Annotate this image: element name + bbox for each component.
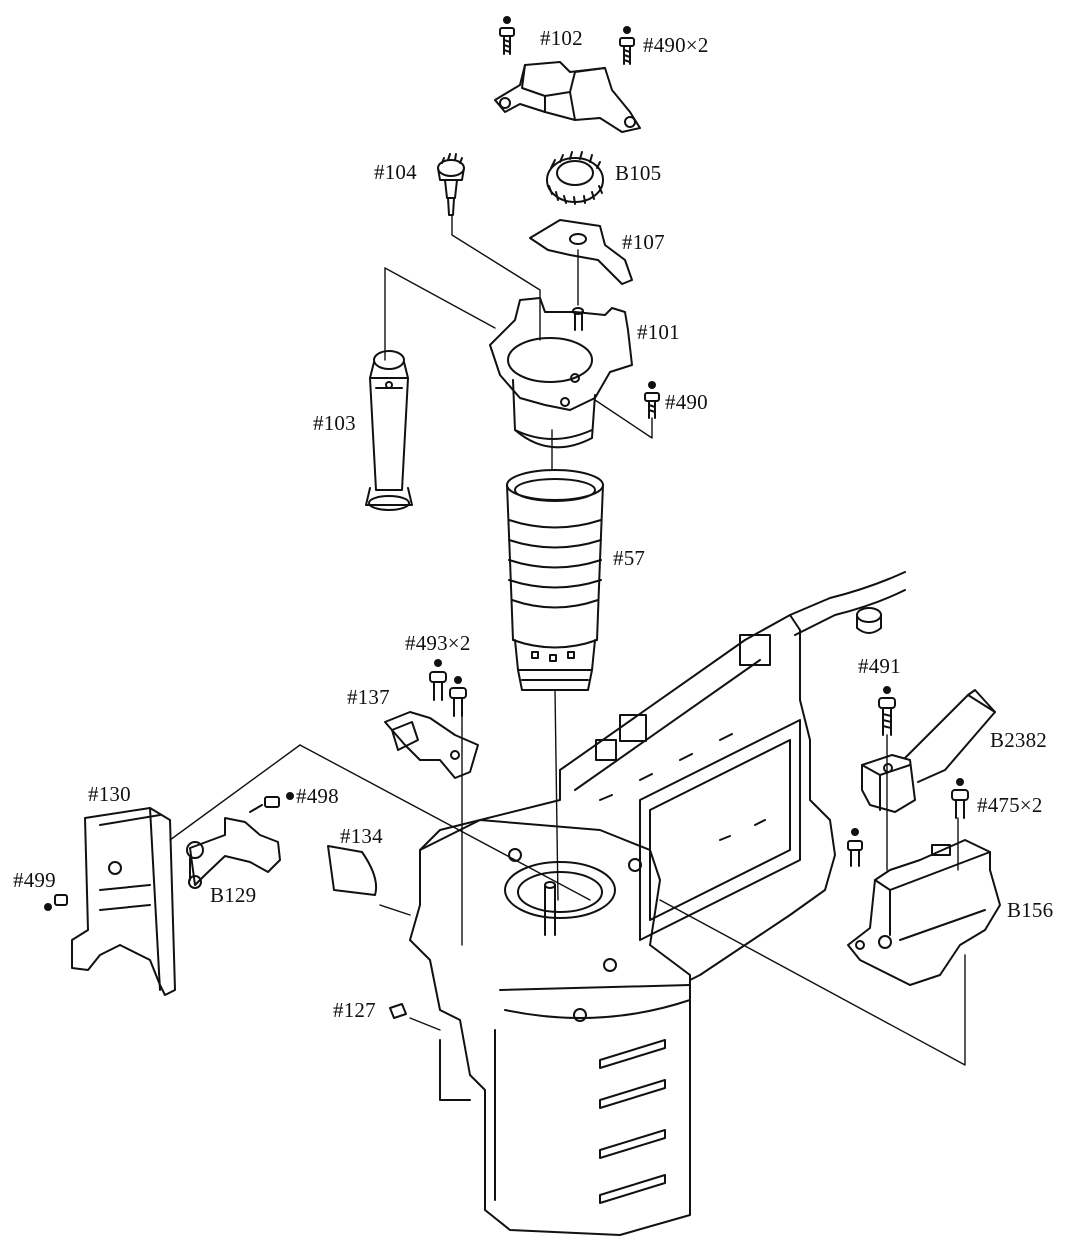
- screw-499: [44, 894, 68, 911]
- label-499: #499: [13, 868, 56, 892]
- label-101: #101: [637, 320, 680, 344]
- main-body-frame: [409, 571, 906, 1236]
- label-B156: B156: [1007, 898, 1054, 922]
- part-B129-hinge: [186, 817, 281, 889]
- label-498: #498: [296, 784, 339, 808]
- label-137: #137: [347, 685, 390, 709]
- label-490x2: #490×2: [643, 33, 709, 57]
- part-137-plate: [384, 711, 479, 779]
- label-491: #491: [858, 654, 901, 678]
- part-104-gear-shaft: [437, 153, 465, 216]
- assembly-guide-lines: [169, 214, 966, 1066]
- label-57: #57: [613, 546, 646, 570]
- label-490: #490: [665, 390, 708, 414]
- part-107-plate: [529, 219, 633, 285]
- screw-490-top: [619, 26, 635, 65]
- part-B156-base: [847, 839, 1001, 986]
- screw-498: [249, 792, 294, 813]
- part-B105-gear: [546, 151, 604, 205]
- label-B105: B105: [615, 161, 662, 185]
- label-493x2: #493×2: [405, 631, 471, 655]
- label-130: #130: [88, 782, 131, 806]
- part-130-panel: [71, 807, 176, 996]
- screw-490-mid: [644, 381, 660, 419]
- screw-475-b: [847, 828, 863, 867]
- screw-475-a: [951, 778, 969, 819]
- part-134-sheet: [327, 845, 378, 896]
- label-134: #134: [340, 824, 383, 848]
- label-127: #127: [333, 998, 376, 1022]
- part-491-pin: [856, 607, 882, 634]
- screw-102-left: [499, 16, 515, 55]
- label-102: #102: [540, 26, 583, 50]
- part-101-housing: [489, 297, 633, 449]
- part-102-bracket: [494, 61, 641, 133]
- part-103-tube: [365, 350, 413, 511]
- label-107: #107: [622, 230, 665, 254]
- label-104: #104: [374, 160, 417, 184]
- label-B2382: B2382: [990, 728, 1048, 752]
- screws-493: [429, 659, 467, 717]
- screw-491-right: [878, 686, 896, 736]
- part-B2382-block: [861, 689, 996, 813]
- label-103: #103: [313, 411, 356, 435]
- part-57-lens-barrel: [506, 469, 604, 691]
- part-127-tag: [389, 1003, 407, 1019]
- label-B129: B129: [210, 883, 257, 907]
- label-475x2: #475×2: [977, 793, 1043, 817]
